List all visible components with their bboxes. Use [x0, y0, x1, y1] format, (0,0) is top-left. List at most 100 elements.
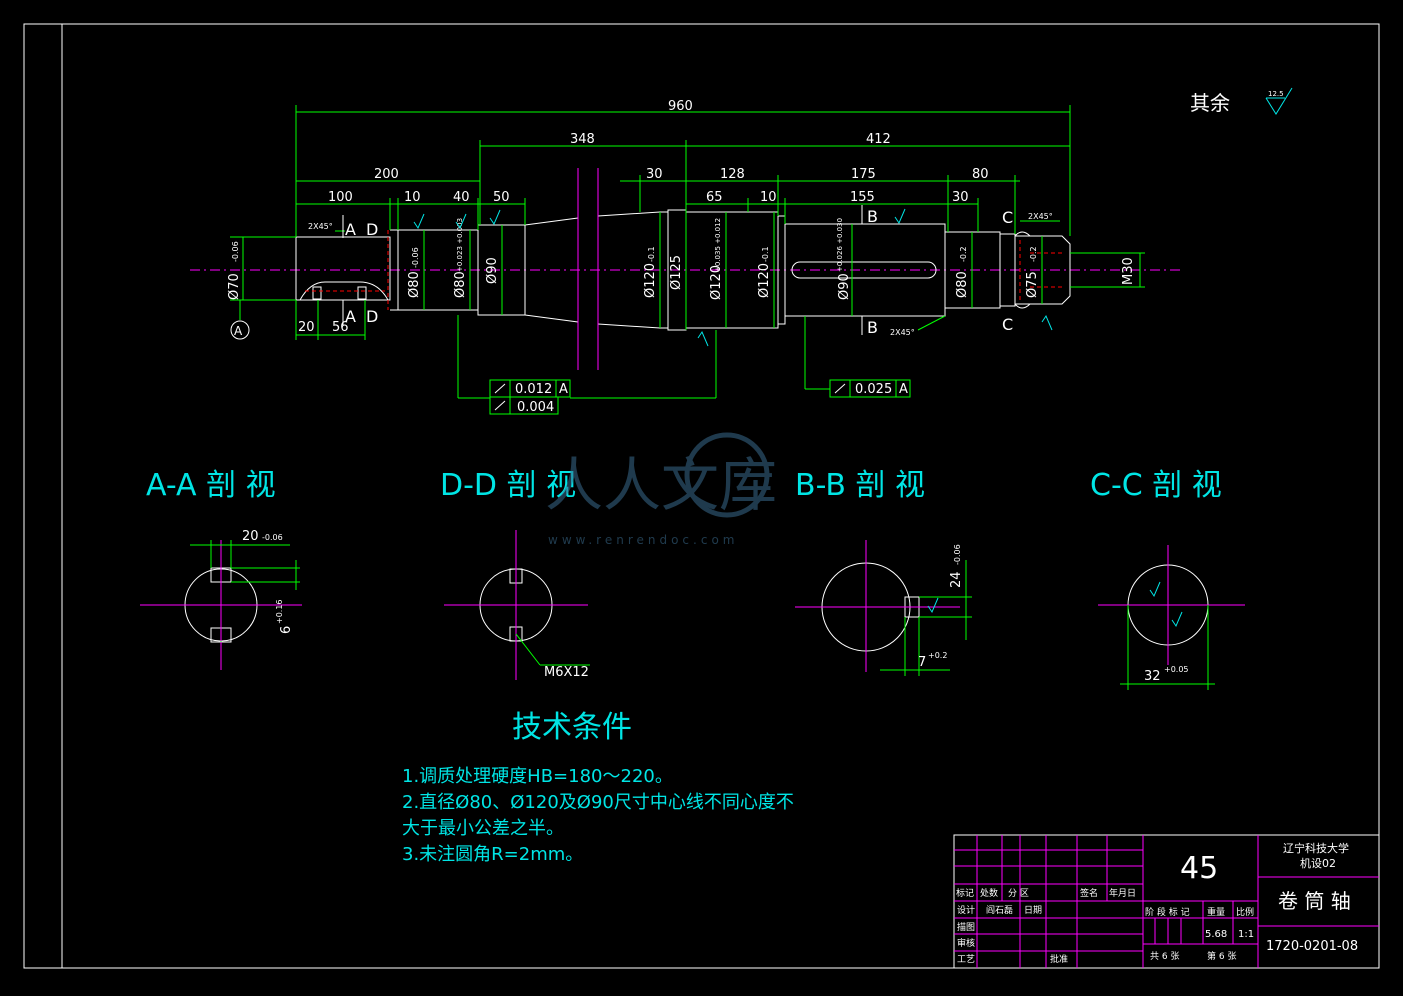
roughness-label: 其余	[1190, 91, 1230, 115]
view-cc: 32 +0.05	[1098, 545, 1245, 690]
tb-weight: 5.68	[1205, 929, 1227, 940]
tb-scale-label: 比例	[1236, 906, 1254, 918]
diameter-labels: Ø70 -0.06 Ø80 -0.06 Ø80 +0.023 +0.003 Ø9…	[227, 218, 1136, 300]
dia-120a-tol: -0.1	[647, 246, 656, 262]
aa-dim-20-tol: -0.06	[262, 533, 283, 542]
tb-h-date: 年月日	[1109, 887, 1136, 899]
dim-348: 348	[570, 132, 595, 147]
dia-120a: Ø120	[643, 263, 658, 298]
bottom-dimensions: 20 56 A	[230, 300, 366, 340]
tech-line-3: 大于最小公差之半。	[402, 818, 564, 839]
tol-0025: 0.025	[855, 382, 892, 397]
dim-20: 20	[298, 320, 315, 335]
cc-dim-32: 32	[1144, 669, 1161, 684]
dia-90b-tol: +0.026 +0.030	[836, 218, 844, 272]
dia-120c-tol: -0.1	[761, 246, 770, 262]
section-a-bottom: A	[345, 307, 356, 326]
title-cc: C-C 剖 视	[1090, 468, 1222, 503]
dia-80b: Ø80	[453, 271, 468, 298]
dim-56: 56	[332, 320, 349, 335]
dim-10b: 10	[760, 190, 777, 205]
dia-75: Ø75	[1025, 271, 1040, 298]
dim-50: 50	[493, 190, 510, 205]
roughness-note: 其余 12.5	[1190, 87, 1293, 115]
dim-80: 80	[972, 167, 989, 182]
dd-thread-m6x12: M6X12	[544, 665, 589, 680]
view-aa: 20 -0.06 6 +0.16	[140, 529, 302, 670]
dim-10a: 10	[404, 190, 421, 205]
dia-90a: Ø90	[485, 257, 500, 284]
watermark-text: 人人文库	[545, 451, 777, 519]
tech-line-2: 2.直径Ø80、Ø120及Ø90尺寸中心线不同心度不	[402, 792, 794, 813]
section-markers: A D A D B B C C	[342, 205, 1013, 337]
tol-0025-datum: A	[899, 382, 908, 397]
dim-100: 100	[328, 190, 353, 205]
dia-80c: Ø80	[955, 271, 970, 298]
watermark: 人人文库 www.renrendoc.com	[545, 432, 777, 547]
dim-200: 200	[374, 167, 399, 182]
tb-process-label: 工艺	[957, 954, 975, 965]
bb-dim-24: 24	[949, 571, 964, 588]
cc-dim-32-tol: +0.05	[1164, 665, 1189, 674]
dim-155: 155	[850, 190, 875, 205]
inner-border	[61, 23, 1380, 969]
dia-120b-tol: +0.035 +0.012	[714, 218, 722, 272]
thread-m30: M30	[1121, 257, 1136, 285]
tech-line-1: 1.调质处理硬度HB=180～220。	[402, 766, 673, 787]
bb-dim-7: 7	[918, 655, 926, 670]
roughness-marks	[413, 208, 1053, 347]
bb-dim-7-tol: +0.2	[928, 651, 947, 660]
roughness-value: 12.5	[1268, 90, 1284, 98]
tb-part-name: 卷 筒 轴	[1278, 889, 1351, 913]
tb-stage-labels: 阶 段 标 记	[1145, 906, 1190, 918]
title-aa: A-A 剖 视	[146, 468, 276, 503]
section-titles: A-A 剖 视 D-D 剖 视 B-B 剖 视 C-C 剖 视	[146, 468, 1222, 503]
tb-h-count: 处数	[980, 887, 998, 899]
tb-drawing-no: 1720-0201-08	[1266, 939, 1358, 954]
tb-weight-label: 重量	[1207, 906, 1225, 918]
tb-approve-label: 批准	[1050, 953, 1068, 965]
tech-title: 技术条件	[512, 710, 632, 745]
datum-circle	[230, 320, 250, 340]
dim-30a: 30	[646, 167, 663, 182]
title-dd: D-D 剖 视	[440, 468, 576, 503]
view-bb: 24 -0.06 7 +0.2	[795, 540, 972, 676]
bb-dim-24-tol: -0.06	[953, 544, 962, 565]
tb-scale: 1:1	[1238, 929, 1254, 940]
aa-dim-6-tol: +0.16	[275, 599, 284, 624]
dim-175: 175	[851, 167, 876, 182]
top-dimensions: 960 348 412 200 100 10 40 50 30 128 175 …	[295, 99, 1071, 237]
tech-requirements: 技术条件 1.调质处理硬度HB=180～220。 2.直径Ø80、Ø120及Ø9…	[402, 710, 794, 865]
tb-design-date: 日期	[1024, 905, 1042, 916]
tb-design-label: 设计	[957, 904, 975, 916]
chamfer-left: 2X45°	[308, 222, 333, 231]
watermark-url: www.renrendoc.com	[548, 533, 738, 547]
tb-review-label: 审核	[957, 937, 975, 949]
section-b-bottom: B	[867, 318, 878, 337]
section-d-bottom: D	[366, 307, 378, 326]
tol-0004: 0.004	[517, 400, 554, 415]
dia-80c-tol: -0.2	[959, 246, 968, 262]
aa-dim-20: 20	[242, 529, 259, 544]
dia-70-tol: -0.06	[231, 241, 240, 262]
datum-label: A	[234, 324, 243, 338]
dim-128: 128	[720, 167, 745, 182]
title-bb: B-B 剖 视	[795, 468, 925, 503]
dim-30b: 30	[952, 190, 969, 205]
tolerance-frames: 0.012 A 0.004 0.025 A	[457, 315, 911, 415]
dim-960: 960	[668, 99, 693, 114]
dia-80a-tol: -0.06	[411, 247, 420, 268]
tol-0012-datum: A	[559, 382, 568, 397]
title-block: 45 辽宁科技大学 机设02 卷 筒 轴 1720-0201-08 标记 处数 …	[953, 834, 1380, 969]
chamfer-mid: 2X45°	[890, 328, 915, 337]
section-b-top: B	[867, 207, 878, 226]
tb-sheet-no: 第 6 张	[1207, 950, 1236, 962]
dim-65: 65	[706, 190, 723, 205]
tb-material: 45	[1180, 851, 1218, 886]
tb-h-sign: 签名	[1080, 887, 1098, 899]
tb-designer: 阎石磊	[986, 905, 1013, 916]
aa-dim-6: 6	[279, 626, 294, 634]
dia-125: Ø125	[669, 255, 684, 290]
diameter-extension-lines	[230, 210, 1145, 330]
